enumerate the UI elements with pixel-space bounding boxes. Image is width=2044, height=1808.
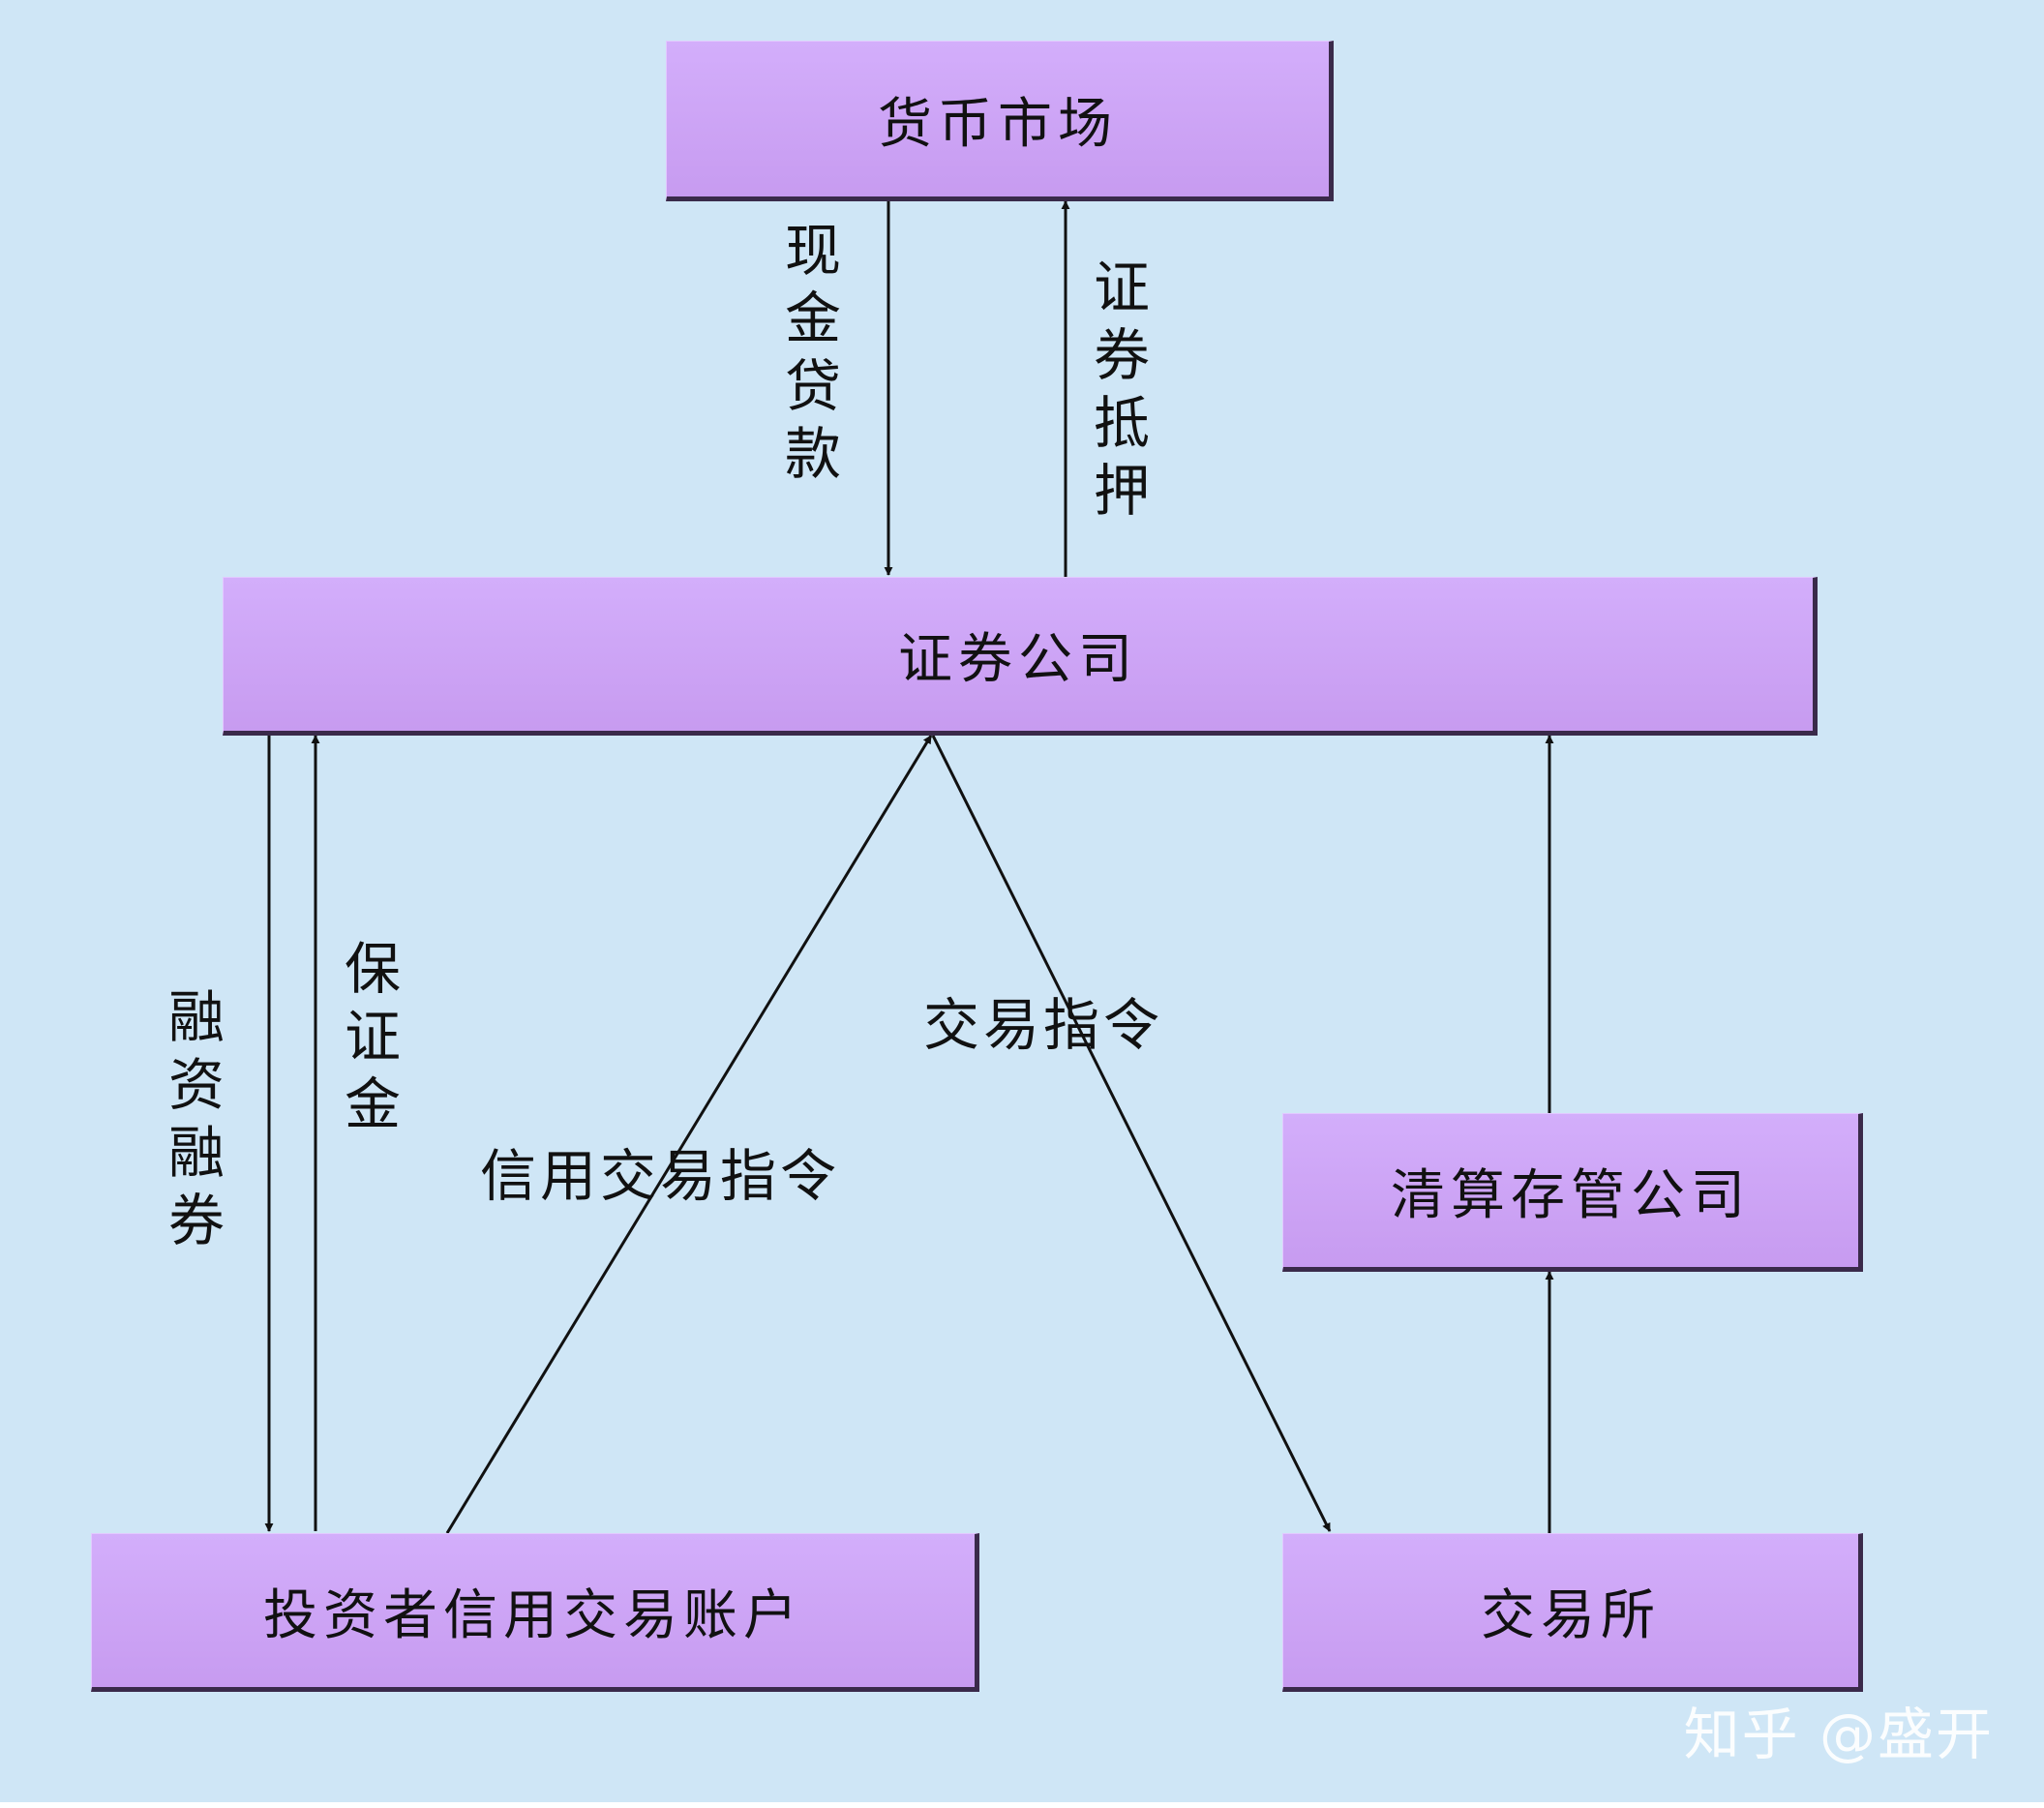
- label-securities-pledge: 证券抵押: [1093, 255, 1150, 524]
- node-money-market: 货币市场: [666, 41, 1334, 201]
- label-margin-financing: 融资融券: [167, 984, 225, 1253]
- watermark-text: 知乎 @盛开: [1683, 1702, 1994, 1767]
- label-deposit: 保证金: [344, 936, 401, 1137]
- node-money-market-label: 货币市场: [878, 92, 1118, 156]
- node-investor-account: 投资者信用交易账户: [91, 1533, 979, 1692]
- label-cash-loan: 现金贷款: [784, 218, 841, 487]
- node-exchange-label: 交易所: [1481, 1583, 1661, 1647]
- node-securities-company: 证券公司: [223, 577, 1818, 736]
- label-trade-order: 交易指令: [923, 992, 1164, 1058]
- arrow-trade-order: [931, 735, 1332, 1532]
- node-securities-company-label: 证券公司: [898, 627, 1138, 691]
- arrow-credit-trade-order: [445, 735, 933, 1534]
- node-clearing-company: 清算存管公司: [1282, 1113, 1863, 1272]
- label-credit-trade-order: 信用交易指令: [480, 1143, 841, 1209]
- node-clearing-company-label: 清算存管公司: [1391, 1163, 1751, 1227]
- node-investor-account-label: 投资者信用交易账户: [263, 1583, 803, 1647]
- node-exchange: 交易所: [1282, 1533, 1863, 1692]
